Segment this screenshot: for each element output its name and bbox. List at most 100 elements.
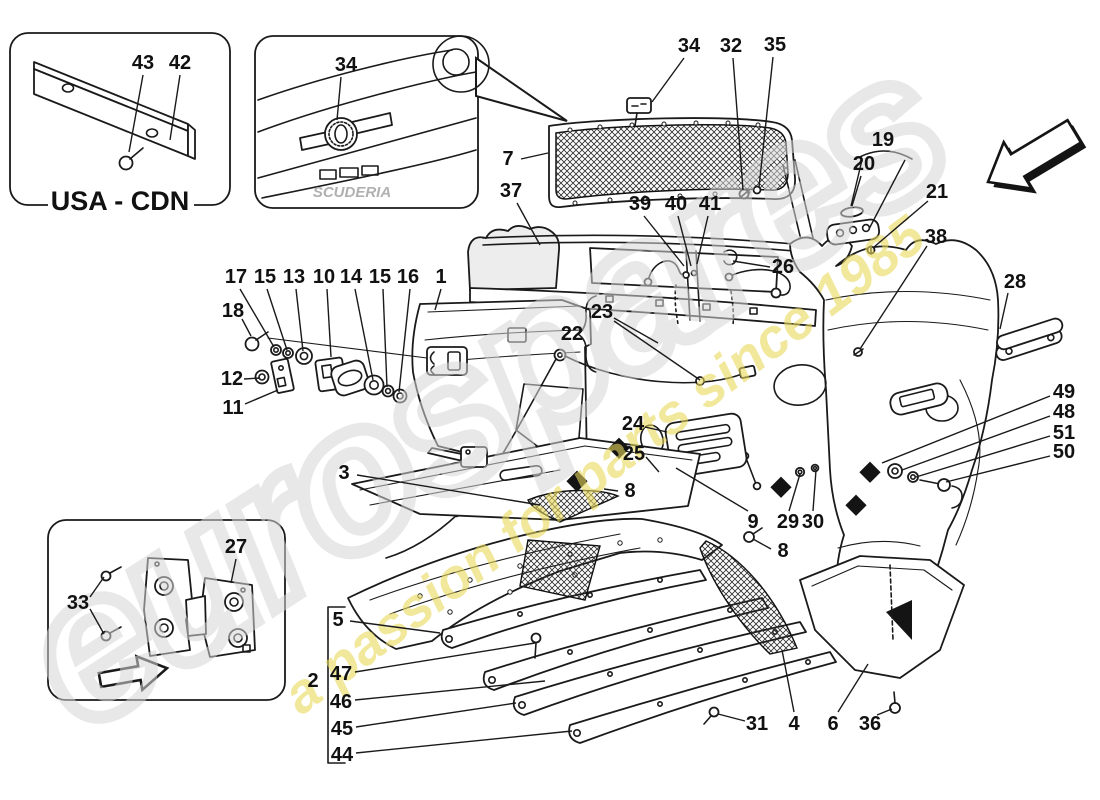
callout-18[interactable]: 18: [221, 300, 245, 322]
callout-25[interactable]: 25: [622, 443, 646, 465]
callout-22[interactable]: 22: [560, 323, 584, 345]
callout-47[interactable]: 47: [329, 663, 353, 685]
leader-line-29: [788, 473, 801, 512]
callout-35[interactable]: 35: [763, 34, 787, 56]
light-gasket-20: [840, 206, 864, 218]
bracket-inset-box: [47, 519, 286, 701]
callout-34-grille[interactable]: 34: [677, 35, 701, 57]
callout-12[interactable]: 12: [220, 368, 244, 390]
callout-26[interactable]: 26: [771, 256, 795, 278]
leader-line-32: [732, 57, 744, 191]
callout-20[interactable]: 20: [852, 153, 876, 175]
callout-37[interactable]: 37: [499, 180, 523, 202]
screw-31-icon: [703, 706, 720, 725]
callout-34-badge[interactable]: 34: [334, 54, 358, 76]
leader-line-27: [230, 558, 237, 584]
callout-15-a[interactable]: 15: [253, 266, 277, 288]
grommet-48-icon: [887, 463, 903, 479]
callout-51[interactable]: 51: [1052, 422, 1076, 444]
callout-13[interactable]: 13: [282, 266, 306, 288]
diffuser-fin: [568, 651, 837, 744]
leader-line-50: [945, 455, 1051, 483]
usa-cdn-label: USA - CDN: [51, 186, 190, 216]
leader-line-15-a: [266, 288, 288, 351]
leader-line-5: [349, 620, 441, 634]
grille-mesh: [555, 124, 789, 200]
leader-line-21: [873, 200, 929, 248]
leader-line-26: [732, 260, 771, 268]
scuderia-shield-badge: [299, 112, 393, 151]
plate-support-hole: [61, 83, 75, 93]
callout-6[interactable]: 6: [827, 713, 839, 735]
leader-line-31: [717, 713, 746, 722]
mesh-insert-4: [699, 540, 798, 655]
callout-17[interactable]: 17: [224, 266, 248, 288]
leader-line-33: [89, 576, 105, 598]
screw-33-icon: [100, 566, 122, 642]
callout-43[interactable]: 43: [131, 52, 155, 74]
leader-line-23: [613, 317, 659, 344]
callout-7[interactable]: 7: [502, 148, 514, 170]
callout-10[interactable]: 10: [312, 266, 336, 288]
callout-49[interactable]: 49: [1052, 381, 1076, 403]
plate-11-icon: [270, 357, 295, 394]
callout-28[interactable]: 28: [1003, 271, 1027, 293]
leader-line-1: [434, 288, 442, 311]
callout-16[interactable]: 16: [396, 266, 420, 288]
washer-30-icon: [810, 463, 820, 473]
callout-2[interactable]: 2: [307, 670, 319, 692]
callout-27[interactable]: 27: [224, 536, 248, 558]
leader-line-39: [643, 215, 685, 267]
leader-line-24: [644, 426, 668, 433]
callout-31[interactable]: 31: [745, 713, 769, 735]
callout-44[interactable]: 44: [330, 744, 354, 766]
callout-29[interactable]: 29: [776, 511, 800, 533]
callout-41[interactable]: 41: [698, 193, 722, 215]
leader-line-34-badge: [336, 76, 342, 121]
nut-16-icon: [392, 388, 408, 404]
callout-23[interactable]: 23: [590, 301, 614, 323]
underbody-front-panel: [351, 437, 701, 521]
callout-11[interactable]: 11: [222, 397, 244, 419]
callout-32[interactable]: 32: [719, 35, 743, 57]
leader-line-8-a: [603, 488, 619, 492]
callout-45[interactable]: 45: [330, 718, 354, 740]
mesh-inserts: [519, 489, 798, 655]
callout-8-b[interactable]: 8: [777, 540, 789, 562]
grille-screw-35: [752, 185, 762, 195]
leader-line-18: [241, 318, 252, 337]
callout-48[interactable]: 48: [1052, 401, 1076, 423]
callout-33[interactable]: 33: [66, 592, 90, 614]
callout-46[interactable]: 46: [329, 691, 353, 713]
callout-42[interactable]: 42: [168, 52, 192, 74]
callout-38[interactable]: 38: [924, 226, 948, 248]
callout-30[interactable]: 30: [801, 511, 825, 533]
badge-clip-34: [626, 97, 652, 127]
callout-14[interactable]: 14: [339, 266, 363, 288]
callout-15-b[interactable]: 15: [368, 266, 392, 288]
direction-arrow-icon: [986, 118, 1087, 194]
callout-39[interactable]: 39: [628, 193, 652, 215]
callout-1[interactable]: 1: [435, 266, 447, 288]
leader-line-12: [243, 377, 261, 380]
rear-diffuser-assembly: [347, 517, 837, 744]
number-plate-light: [825, 206, 881, 357]
callout-36[interactable]: 36: [858, 713, 882, 735]
callout-4[interactable]: 4: [788, 713, 800, 735]
leader-line-35: [758, 56, 774, 188]
callout-9[interactable]: 9: [747, 511, 759, 533]
callout-5[interactable]: 5: [332, 609, 344, 631]
leader-line-15-b: [382, 288, 388, 388]
callout-8-a[interactable]: 8: [624, 480, 636, 502]
callout-50[interactable]: 50: [1052, 441, 1076, 463]
callout-19[interactable]: 19: [871, 129, 895, 151]
callout-3[interactable]: 3: [338, 462, 350, 484]
support-bracket-27: [143, 557, 256, 658]
rear-bumper-right-shell: [773, 236, 1000, 652]
parking-sensor-harness-lower: [385, 348, 820, 559]
callout-40[interactable]: 40: [664, 193, 688, 215]
callout-24[interactable]: 24: [621, 413, 645, 435]
leader-line-51: [915, 435, 1051, 478]
callout-21[interactable]: 21: [925, 181, 949, 203]
diffuser-fin: [482, 597, 769, 691]
